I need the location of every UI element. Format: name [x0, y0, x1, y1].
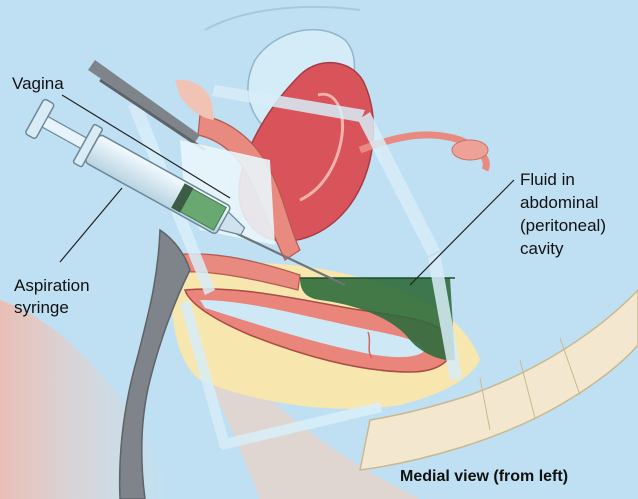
label-fluid-line3: (peritoneal): [520, 215, 606, 236]
label-aspiration-syringe-line1: Aspiration: [14, 275, 90, 296]
view-caption: Medial view (from left): [400, 466, 568, 487]
ovary: [452, 140, 488, 160]
label-fluid-line4: cavity: [520, 238, 563, 259]
label-vagina: Vagina: [12, 73, 64, 94]
label-fluid-line2: abdominal: [520, 192, 598, 213]
label-aspiration-syringe-line2: syringe: [14, 297, 69, 318]
label-fluid-line1: Fluid in: [520, 169, 575, 190]
